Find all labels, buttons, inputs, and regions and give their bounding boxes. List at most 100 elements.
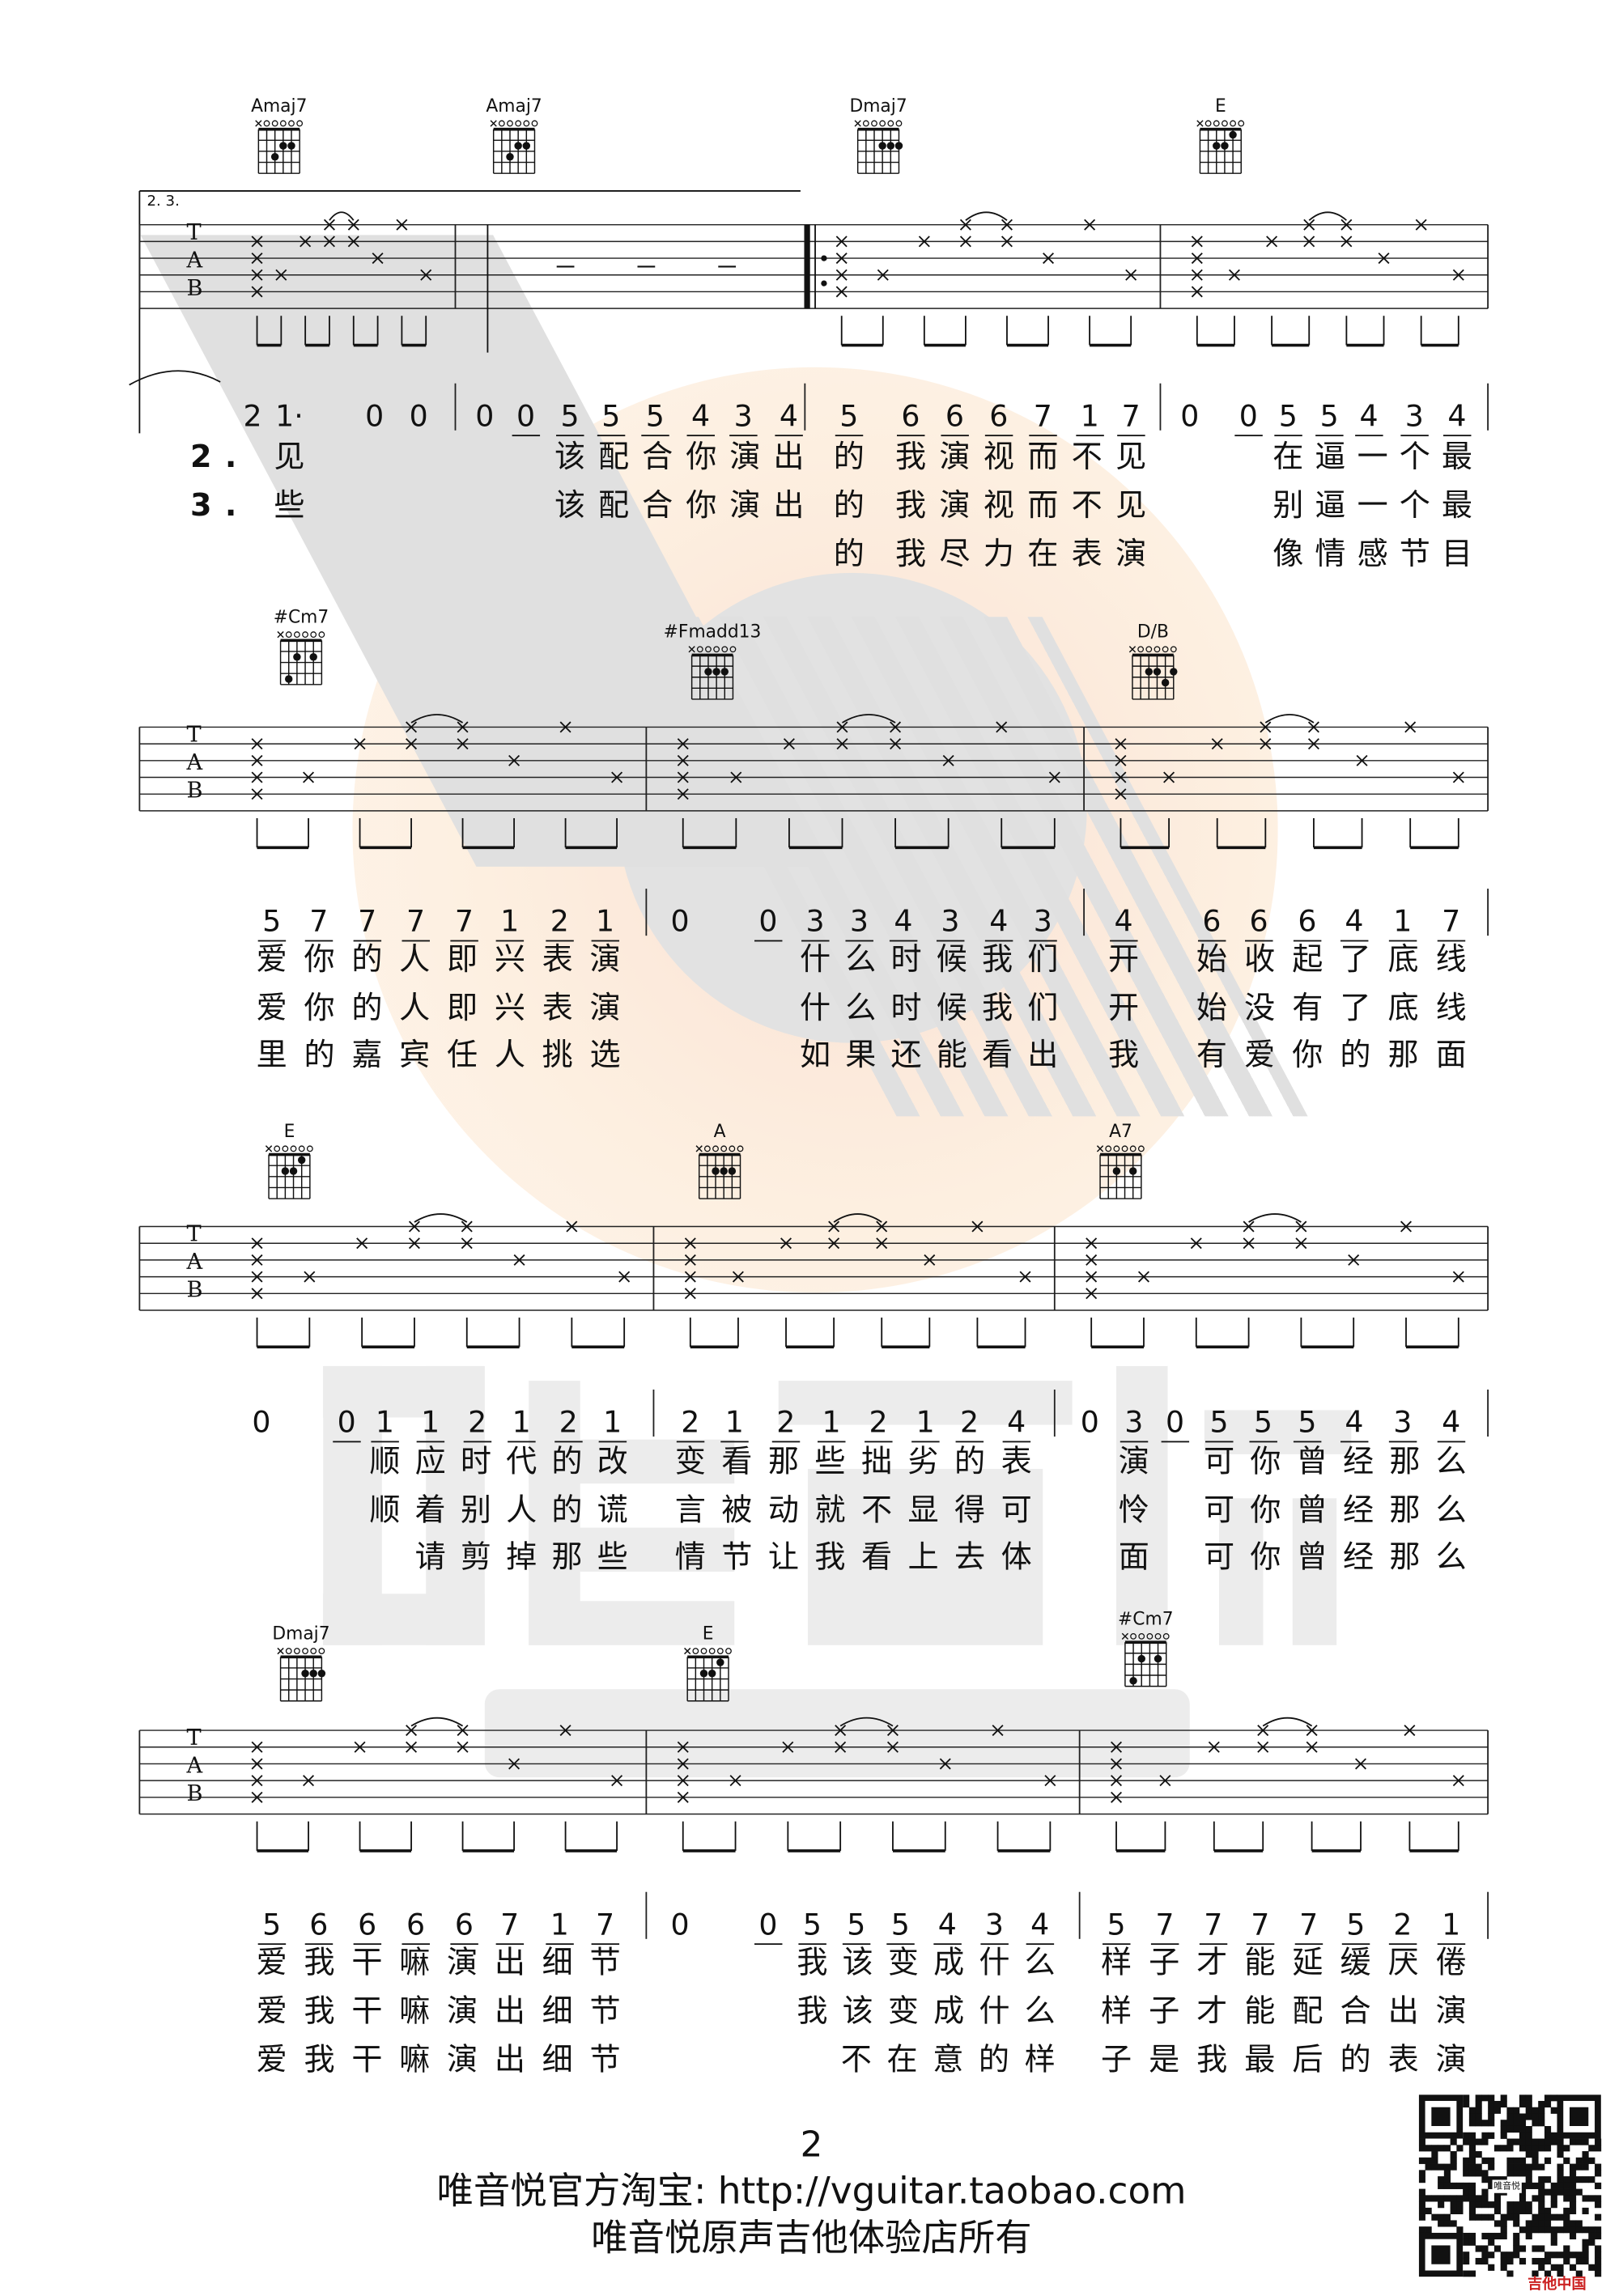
qr-module	[1418, 2226, 1425, 2234]
open-string-mark	[1130, 1633, 1137, 1640]
tab-x-mark	[461, 1220, 473, 1233]
jianpu-note: 6	[1294, 903, 1321, 942]
qr-module	[1595, 2232, 1602, 2240]
tab-x-mark	[876, 1220, 888, 1233]
tab-x-mark	[1452, 269, 1464, 281]
tab-clef-letter: T	[186, 1724, 202, 1751]
tab-x-mark	[251, 1254, 263, 1266]
tab-x-mark	[886, 1741, 899, 1753]
qr-module	[1468, 2120, 1476, 2127]
qr-module	[1519, 2138, 1527, 2145]
qr-module	[1513, 2157, 1520, 2164]
qr-finder	[1431, 2107, 1451, 2126]
qr-module	[1475, 2163, 1482, 2171]
tab-clef-letter: T	[186, 721, 202, 748]
qr-module	[1570, 2251, 1577, 2259]
jianpu-note: 1	[1388, 903, 1417, 942]
qr-module	[1519, 2132, 1527, 2139]
open-string-mark	[310, 1648, 317, 1654]
tie-arc	[410, 1717, 464, 1727]
qr-module	[1468, 2182, 1476, 2189]
qr-module	[1450, 2201, 1457, 2209]
tab-x-mark	[918, 236, 930, 248]
qr-module	[1488, 2100, 1495, 2108]
qr-module	[1538, 2188, 1545, 2196]
jianpu-note: 7	[1246, 1906, 1274, 1946]
qr-module	[1431, 2145, 1438, 2152]
jianpu-note: 6	[450, 1906, 478, 1946]
tab-x-mark	[828, 1237, 840, 1250]
qr-module	[1557, 2226, 1564, 2234]
lyric-segment: 有爱你的那面	[1196, 1037, 1484, 1072]
jianpu-note: 7	[1199, 1906, 1227, 1946]
qr-module	[1563, 2145, 1570, 2152]
open-string-mark	[293, 1648, 300, 1654]
finger-dot	[1128, 1167, 1137, 1175]
tab-x-mark	[303, 1775, 315, 1787]
qr-module	[1538, 2138, 1545, 2145]
qr-module	[1557, 2176, 1564, 2184]
tie-arc	[414, 1213, 468, 1223]
qr-module	[1493, 2145, 1502, 2152]
tab-x-mark	[1307, 721, 1319, 733]
tab-x-mark	[251, 1758, 263, 1770]
qr-module	[1570, 2182, 1577, 2189]
qr-module	[1488, 2157, 1495, 2164]
jianpu-note: 0	[1161, 1404, 1189, 1443]
jianpu-note: 6	[1245, 903, 1272, 942]
qr-module	[1570, 2207, 1577, 2215]
qr-module	[1595, 2264, 1602, 2271]
tab-x-mark	[684, 1237, 696, 1250]
tab-x-mark	[1303, 219, 1315, 231]
tab-x-mark	[611, 1775, 623, 1787]
tie-arc	[842, 714, 896, 724]
qr-module	[1544, 2220, 1552, 2227]
chord-name: Amaj7	[486, 95, 542, 117]
tab-x-mark	[508, 1758, 520, 1770]
jianpu-note: 0	[409, 397, 428, 434]
jianpu-note: 5	[1341, 1906, 1370, 1946]
jianpu-note: 1	[598, 1404, 627, 1443]
qr-module	[1481, 2138, 1489, 2145]
tab-x-mark	[303, 771, 315, 783]
qr-module	[1550, 2264, 1557, 2271]
qr-module	[1525, 2132, 1532, 2139]
qr-module	[1582, 2176, 1589, 2184]
qr-module	[1463, 2182, 1470, 2189]
qr-module	[1570, 2226, 1577, 2234]
tab-x-mark	[1306, 1741, 1318, 1753]
qr-module	[1468, 2188, 1476, 2196]
qr-module	[1570, 2170, 1577, 2177]
tab-x-mark	[677, 738, 689, 750]
qr-module	[1582, 2163, 1589, 2171]
tab-x-mark	[836, 738, 848, 750]
tab-x-mark	[1191, 236, 1203, 248]
qr-module	[1450, 2157, 1457, 2164]
qr-module	[1493, 2207, 1502, 2215]
chord-diagram	[1128, 646, 1178, 700]
tab-x-mark	[251, 1775, 263, 1787]
tab-x-mark	[251, 1288, 263, 1300]
qr-module	[1544, 2176, 1552, 2184]
qr-module	[1519, 2226, 1527, 2234]
qr-module	[1588, 2145, 1595, 2152]
tab-x-mark	[890, 738, 902, 750]
qr-module	[1525, 2232, 1532, 2240]
tie-arc	[1264, 714, 1315, 724]
tab-clef-letter: A	[186, 1752, 203, 1779]
qr-module	[1475, 2245, 1482, 2252]
open-string-mark	[1113, 1145, 1120, 1152]
tab-x-mark	[408, 1220, 420, 1233]
qr-module	[1532, 2138, 1539, 2145]
qr-module	[1570, 2264, 1577, 2271]
footer-shop-link[interactable]: 唯音悦官方淘宝: http://vguitar.taobao.com	[436, 2169, 1187, 2213]
qr-module	[1468, 2232, 1476, 2240]
mute-mark	[684, 1647, 691, 1655]
qr-code[interactable]	[1418, 2094, 1607, 2277]
finger-dot	[712, 1167, 720, 1175]
qr-module	[1582, 2251, 1589, 2259]
tie-arc	[1262, 1717, 1313, 1727]
finger-dot	[287, 142, 295, 150]
open-string-mark	[1145, 646, 1153, 653]
chord-diagram	[684, 1647, 732, 1702]
